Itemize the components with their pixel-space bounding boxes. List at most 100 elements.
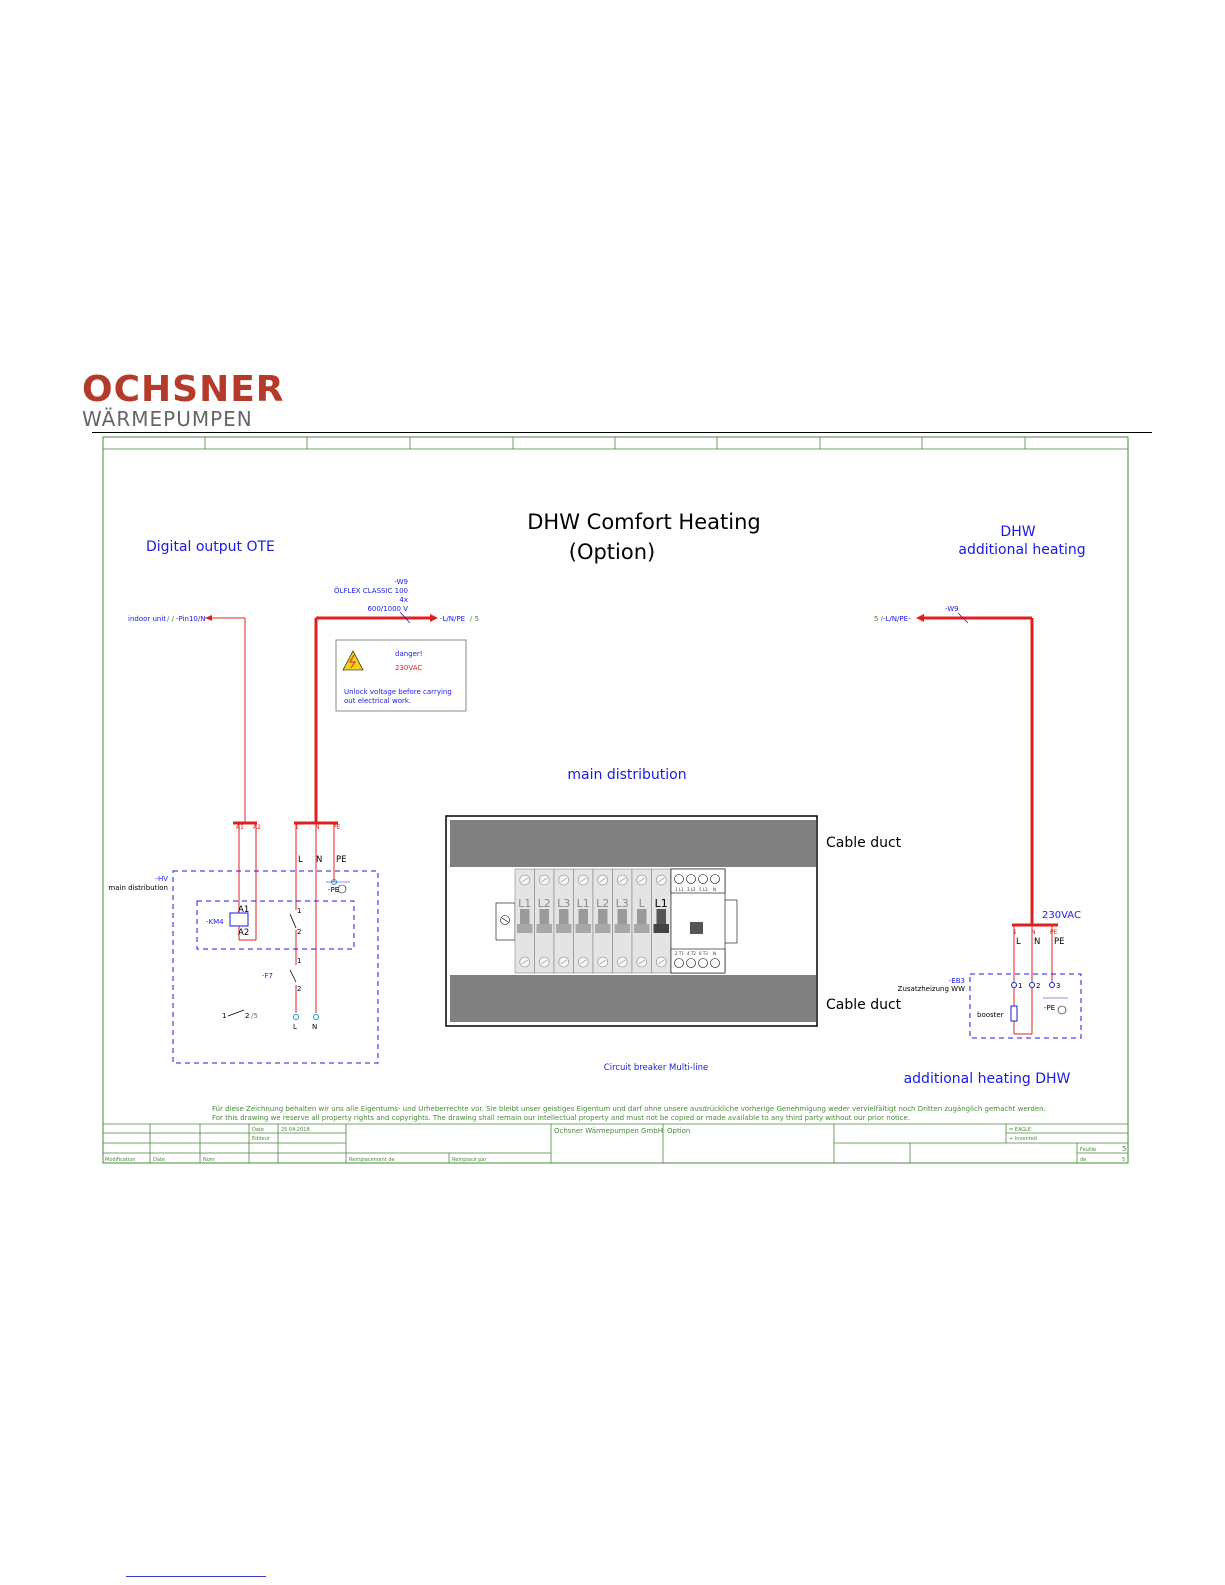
right-terminal-l: L [1016, 937, 1021, 947]
cable-type: ÖLFLEX CLASSIC 100 [334, 586, 408, 595]
right-device-box [969, 973, 1082, 1039]
breaker-module: L1 [573, 868, 594, 974]
eagle-label: = EAGLE [1009, 1127, 1031, 1133]
right-box-id: -EB3 [949, 977, 965, 985]
diagram-subtitle: (Option) [569, 540, 655, 564]
coil-a2: A2 [238, 928, 249, 938]
breaker-module: L2 [534, 868, 555, 974]
footer-link-underline [126, 1576, 266, 1577]
right-wiring [916, 612, 1068, 1035]
date-value: 25.04.2018 [281, 1127, 310, 1133]
breaker-label: L2 [538, 897, 551, 910]
contact-3: 1 [297, 957, 301, 965]
cable-target-ref: / 5 [470, 615, 479, 623]
contact-ref-sheet: /5 [251, 1012, 258, 1020]
coil-a1: A1 [238, 905, 249, 915]
col-date: Date [153, 1157, 165, 1163]
right-cable-ref: 5 / [874, 615, 884, 623]
terminal-l: L [298, 855, 303, 865]
breaker-label: L2 [596, 897, 609, 910]
contact-2: 2 [297, 928, 301, 936]
lightning-icon [349, 654, 356, 669]
contact-ref-from: 1 [222, 1012, 226, 1020]
cable-duct-top: Cable duct [826, 835, 902, 851]
cable-cores: 4x [399, 596, 408, 604]
right-terminal-small-n: N [1031, 929, 1036, 936]
left-device-box [172, 870, 379, 1064]
terminal-small-n: N [315, 824, 320, 831]
right-footer-label: additional heating DHW [904, 1071, 1071, 1087]
rcd-module [670, 868, 726, 974]
cable-voltage: 600/1000 V [367, 605, 408, 613]
relay-box [196, 900, 355, 950]
right-cable-id: -W9 [945, 605, 959, 613]
breaker-module: L1 [651, 868, 672, 974]
warning-title: danger! [395, 650, 423, 658]
warning-box [335, 639, 467, 712]
relay-id: -KM4 [206, 918, 224, 926]
terminal-n: N [316, 855, 322, 865]
col-nom: Nom [203, 1157, 215, 1163]
breaker-label: L3 [557, 897, 570, 910]
booster-label: booster [977, 1011, 1004, 1019]
editor-label: Editeur [252, 1136, 271, 1142]
option-label: Option [667, 1127, 690, 1135]
drawing-frame [102, 436, 1129, 1164]
rcd-bottom-3: 6 T3 [699, 951, 708, 956]
terminal-small-1: 1 [295, 824, 299, 831]
rcd-bottom-2: 4 T2 [687, 951, 696, 956]
bottom-l: L [293, 1023, 297, 1031]
breaker-module: L2 [592, 868, 613, 974]
right-pin-3: 3 [1056, 982, 1060, 990]
rcd-top-4: N [713, 887, 716, 892]
cable-id: -W9 [394, 578, 408, 586]
breaker-module: L [631, 868, 652, 974]
rcd-bottom-4: N [713, 951, 716, 956]
right-terminal-n: N [1034, 937, 1040, 947]
header-rule [92, 432, 1152, 433]
left-heading: Digital output OTE [146, 539, 275, 555]
col-replaced: Remplacé par [452, 1156, 487, 1163]
cable-duct-bottom: Cable duct [826, 997, 902, 1013]
right-pin-2: 2 [1036, 982, 1040, 990]
breaker-module: L3 [612, 868, 633, 974]
rcd-bottom-1: 2 T1 [675, 951, 684, 956]
right-terminal-pe: PE [1054, 937, 1065, 947]
breaker-module: L1 [514, 868, 535, 974]
indoor-ref: / / [167, 615, 175, 623]
diagram-title: DHW Comfort Heating [527, 510, 760, 534]
warning-icon [342, 650, 364, 671]
breaker-label: L1 [655, 897, 668, 910]
indoor-pin: -Pin10/N [176, 615, 205, 623]
right-heading-1: DHW [1000, 524, 1035, 540]
terminal-small-pe: PE [333, 824, 341, 831]
company-name: Ochsner Wärmepumpen GmbH [554, 1127, 663, 1135]
rcd-top-3: 5 L3 [699, 887, 708, 892]
contact-1: 1 [297, 907, 301, 915]
right-pe: -PE [1044, 1004, 1055, 1012]
of-value: 5 [1122, 1157, 1125, 1163]
fuse-id: -F7 [262, 972, 273, 980]
column-dividers [204, 437, 1026, 449]
cable-target: -L/N/PE [440, 615, 465, 623]
breaker-label: L1 [577, 897, 590, 910]
copyright-de: Für diese Zeichnung behalten wir uns all… [212, 1105, 1046, 1113]
copyright-en: For this drawing we reserve all property… [212, 1114, 910, 1122]
bottom-n: N [312, 1023, 317, 1031]
left-box-id: -HV [155, 875, 168, 883]
breaker-caption: Circuit breaker Multi-line [604, 1063, 708, 1073]
invented-label: + Invented [1009, 1136, 1037, 1142]
right-cable-target: -L/N/PE- [883, 615, 911, 623]
col-modification: Modification [105, 1157, 135, 1163]
warning-text-2: out electrical work. [344, 697, 411, 705]
left-pe: -PE [328, 886, 339, 894]
breaker-label: L1 [518, 897, 531, 910]
right-voltage: 230VAC [1042, 910, 1081, 921]
breaker-label: L3 [616, 897, 629, 910]
right-box-label: Zusatzheizung WW [898, 985, 965, 993]
logo-subtitle: WÄRMEPUMPEN [82, 407, 253, 431]
breaker-module: L3 [553, 868, 574, 974]
contact-4: 2 [297, 985, 301, 993]
sheet-value: 5 [1122, 1145, 1126, 1153]
right-heading-2: additional heating [958, 542, 1085, 558]
